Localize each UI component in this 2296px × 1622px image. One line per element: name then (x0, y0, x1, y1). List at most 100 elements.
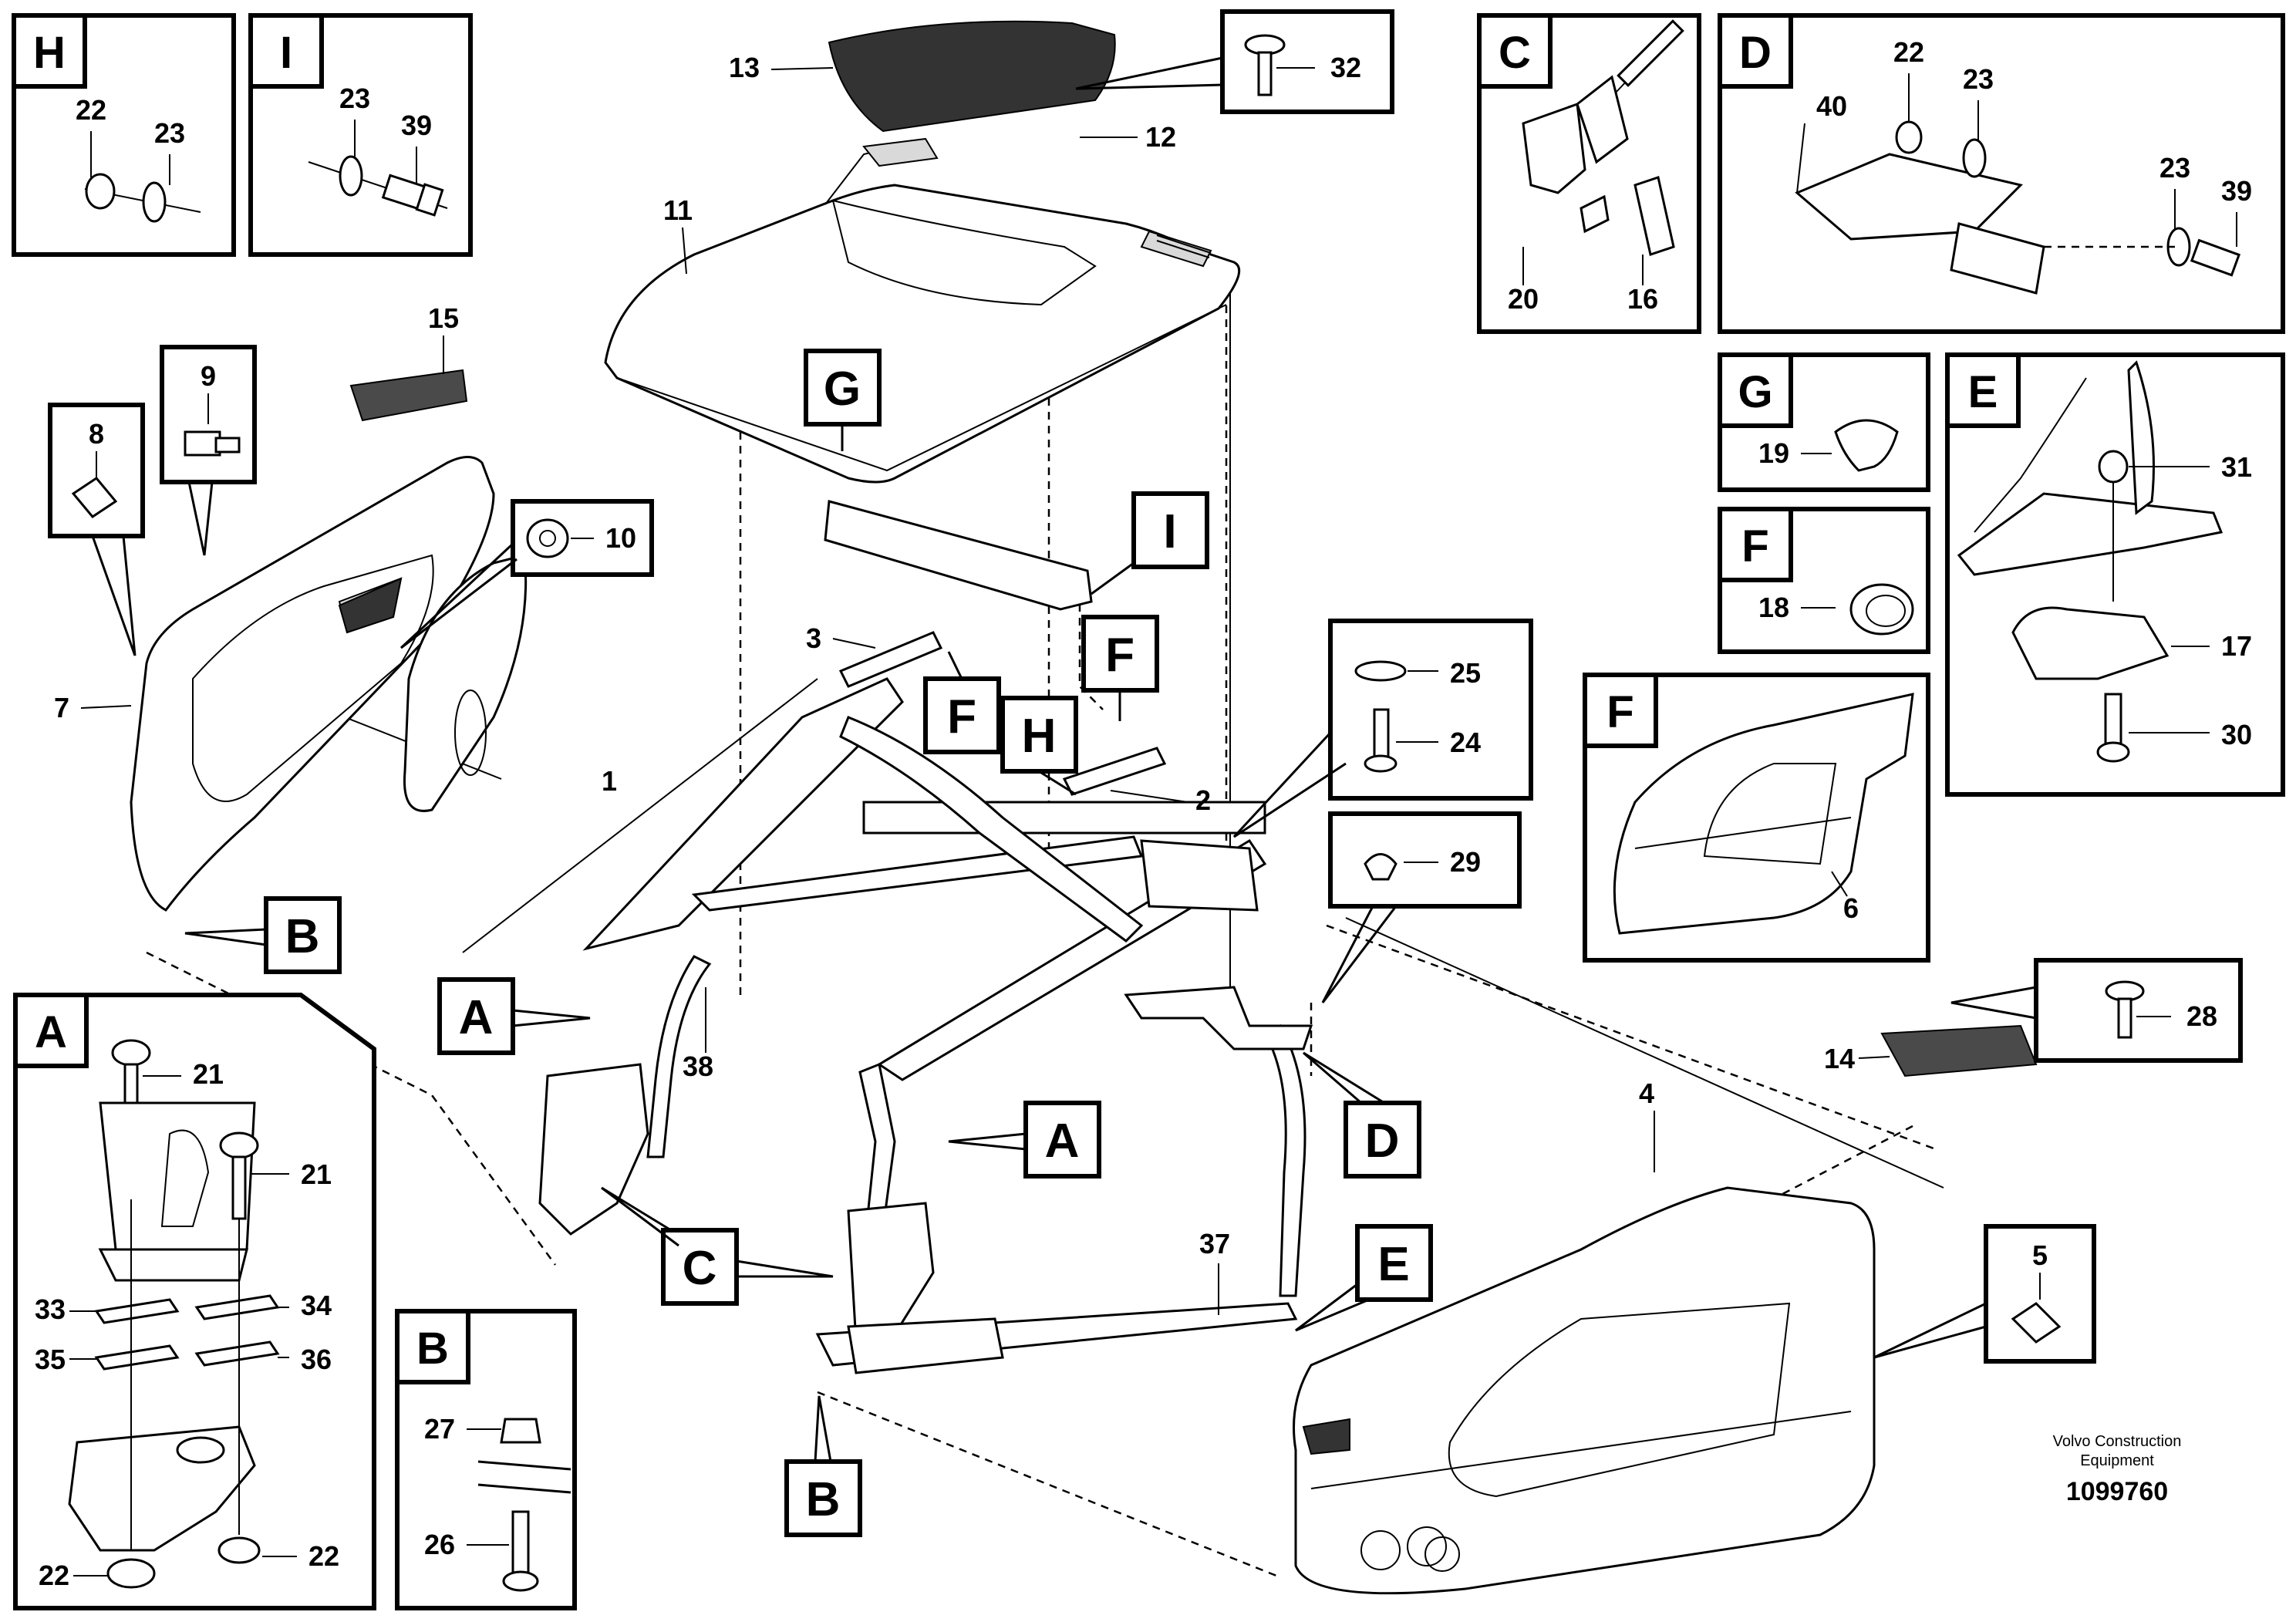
svg-text:G: G (824, 363, 861, 416)
callout-d: D (1303, 1051, 1421, 1179)
detail-box-c: C 20 16 (1477, 13, 1701, 334)
svg-text:B: B (806, 1473, 841, 1526)
callout-b-1: B (184, 896, 342, 974)
svg-text:B: B (285, 910, 320, 963)
part-label: 23 (2159, 152, 2190, 184)
part-label-3: 3 (806, 622, 821, 654)
grille-14-part (1880, 1024, 2038, 1077)
part-label-14: 14 (1824, 1043, 1855, 1074)
part-label: 31 (2221, 451, 2252, 483)
callout-f-1: F (923, 651, 1001, 754)
detail-box-d: D 22 23 40 23 39 (1718, 13, 2285, 334)
hardware-box-28: 28 (1950, 958, 2243, 1063)
callout-g: G (804, 349, 882, 451)
svg-text:C: C (683, 1242, 717, 1295)
grille-15-part (349, 369, 468, 422)
callout-a-2: A (948, 1101, 1101, 1179)
detail-box-g: G 19 (1718, 352, 1930, 492)
part-label-12: 12 (1145, 121, 1176, 153)
detail-box-h: H 22 23 (12, 13, 236, 257)
frame-structure-part (462, 677, 1313, 1374)
svg-text:A: A (1045, 1114, 1080, 1168)
part-label: 17 (2221, 630, 2252, 662)
part-label-28: 28 (2186, 1000, 2217, 1032)
part-label: 40 (1816, 90, 1847, 122)
bracket-2-part (1062, 747, 1167, 796)
part-label-4: 4 (1639, 1077, 1654, 1109)
part-label: 36 (301, 1344, 332, 1375)
part-label: 23 (339, 83, 370, 114)
credit-line-1: Volvo Construction (2053, 1433, 2182, 1450)
callout-b-2: B (784, 1395, 862, 1537)
part-label-2: 2 (1195, 784, 1211, 816)
part-label: 16 (1627, 283, 1658, 315)
detail-letter-h: H (33, 28, 66, 78)
detail-letter-d: D (1739, 28, 1772, 78)
part-label: 22 (308, 1540, 339, 1572)
part-label: 19 (1758, 437, 1789, 469)
engine-hood-part (604, 137, 1241, 484)
svg-text:A: A (459, 991, 494, 1044)
part-label: 6 (1843, 892, 1859, 924)
part-label-13: 13 (729, 52, 760, 83)
part-label-9: 9 (201, 360, 216, 392)
publisher-credit: Volvo Construction Equipment 1099760 (2053, 1433, 2182, 1506)
part-label-15: 15 (428, 302, 459, 334)
svg-text:H: H (1022, 710, 1057, 763)
part-label-10: 10 (605, 522, 636, 554)
part-label-8: 8 (89, 418, 104, 450)
callout-i: I (1091, 491, 1209, 595)
part-label: 23 (154, 117, 185, 149)
hardware-box-32: 32 (1075, 9, 1394, 114)
part-label: 26 (424, 1529, 455, 1560)
callout-e: E (1295, 1224, 1433, 1332)
document-number: 1099760 (2066, 1477, 2168, 1506)
hardware-box-8: 8 (48, 403, 145, 656)
detail-letter-f-large: F (1607, 687, 1633, 737)
right-side-panel-part (1293, 1186, 1876, 1595)
part-label: 20 (1508, 283, 1539, 315)
part-label-37: 37 (1199, 1228, 1230, 1259)
main-part-labels: 13 12 11 15 7 1 3 2 38 37 4 14 (54, 52, 1890, 1315)
detail-letter-a: A (35, 1007, 67, 1057)
credit-line-2: Equipment (2080, 1452, 2154, 1469)
part-label: 35 (35, 1344, 66, 1375)
callout-c: C (601, 1186, 834, 1306)
hardware-box-29: 29 (1321, 811, 1522, 1003)
part-label: 39 (2221, 175, 2252, 207)
detail-box-a: A 21 21 33 34 35 36 22 22 (13, 993, 376, 1610)
part-label-25: 25 (1450, 657, 1481, 689)
part-label: 30 (2221, 719, 2252, 750)
part-label: 34 (301, 1290, 332, 1321)
part-label: 21 (193, 1058, 224, 1090)
svg-text:D: D (1365, 1114, 1400, 1168)
hardware-box-25-24: 25 24 (1232, 619, 1533, 838)
part-label-29: 29 (1450, 846, 1481, 878)
detail-letter-b: B (416, 1324, 449, 1374)
part-label-24: 24 (1450, 727, 1481, 758)
part-label: 22 (39, 1560, 69, 1591)
detail-box-e: E 31 17 30 (1945, 352, 2285, 797)
part-label: 33 (35, 1293, 66, 1325)
detail-box-i: I 23 39 (248, 13, 473, 257)
detail-box-b: B 27 26 (395, 1309, 577, 1610)
part-label-5: 5 (2032, 1239, 2048, 1271)
svg-text:E: E (1377, 1238, 1409, 1291)
detail-box-f-small: F 18 (1718, 507, 1930, 654)
part-label-1: 1 (602, 765, 617, 797)
part-label: 21 (301, 1158, 332, 1190)
left-side-panel-part (130, 456, 528, 912)
callout-a-1: A (437, 977, 591, 1055)
detail-letter-e: E (1968, 367, 1998, 417)
part-label: 18 (1758, 592, 1789, 623)
hardware-box-10: 10 (400, 499, 654, 649)
part-label-7: 7 (54, 692, 69, 723)
hardware-box-9: 9 (160, 345, 257, 556)
bracket-3-part (838, 631, 943, 688)
detail-letter-i: I (280, 28, 292, 78)
plate-part (824, 500, 1093, 611)
part-label: 22 (1893, 36, 1924, 68)
detail-letter-f: F (1741, 521, 1768, 572)
part-label-38: 38 (683, 1050, 713, 1082)
